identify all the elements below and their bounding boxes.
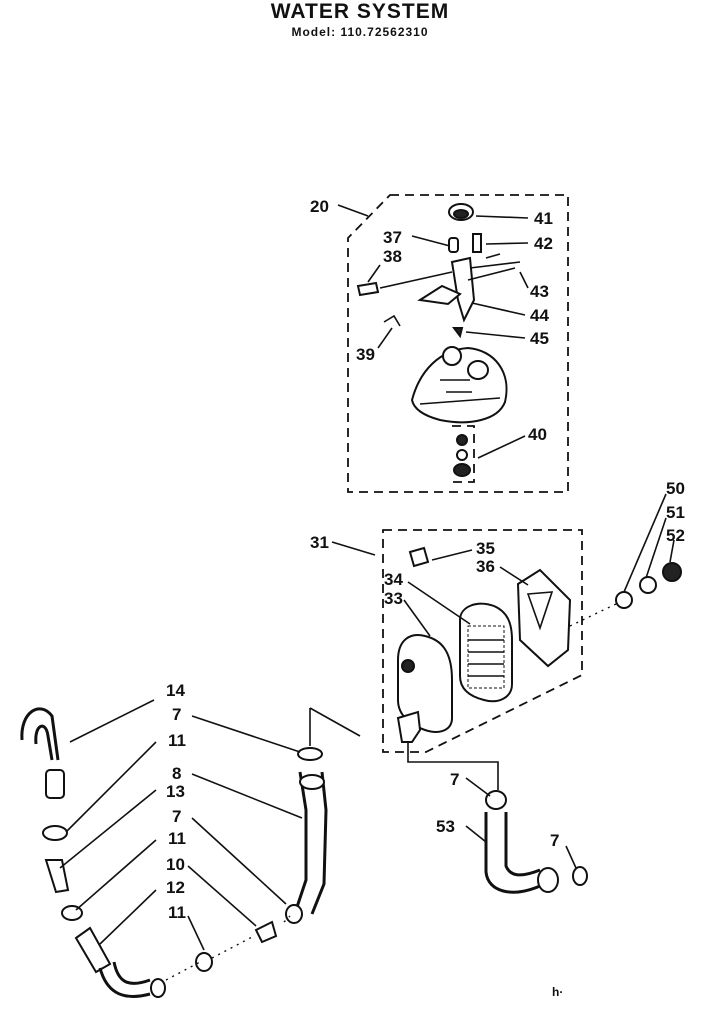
callout-11-a: 11 <box>168 731 186 750</box>
lower-right-hose <box>407 742 588 894</box>
callout-41: 41 <box>534 209 553 228</box>
callout-31: 31 <box>310 533 329 552</box>
callout-12: 12 <box>166 878 185 897</box>
callout-labels: 20 41 37 42 38 43 44 45 39 40 31 35 34 3… <box>166 197 685 922</box>
callout-7-b: 7 <box>172 807 181 826</box>
callout-10: 10 <box>166 855 185 874</box>
callout-38: 38 <box>383 247 402 266</box>
assembly-31-parts <box>396 546 682 743</box>
callout-8: 8 <box>172 764 181 783</box>
callout-34: 34 <box>384 570 403 589</box>
callout-39: 39 <box>356 345 375 364</box>
lower-left-leaders <box>59 699 303 951</box>
callout-42: 42 <box>534 234 553 253</box>
assembly-31-boundary <box>382 529 583 753</box>
assembly-20-leaders <box>337 204 529 459</box>
lower-right-leaders <box>465 777 577 869</box>
callout-43: 43 <box>530 282 549 301</box>
callout-36: 36 <box>476 557 495 576</box>
callout-37: 37 <box>383 228 402 247</box>
assembly-31-leaders <box>331 493 675 637</box>
page-title: WATER SYSTEM <box>270 0 450 23</box>
callout-40: 40 <box>528 425 547 444</box>
callout-53: 53 <box>436 817 455 836</box>
callout-7-a: 7 <box>172 705 181 724</box>
callout-44: 44 <box>530 306 549 325</box>
callout-7-d: 7 <box>550 831 559 850</box>
callout-11-c: 11 <box>168 903 186 922</box>
callout-45: 45 <box>530 329 549 348</box>
callout-33: 33 <box>384 589 403 608</box>
callout-11-b: 11 <box>168 829 186 848</box>
assembly-20-parts <box>356 203 521 483</box>
callout-51: 51 <box>666 503 685 522</box>
footer-mark: h· <box>552 985 564 999</box>
callout-35: 35 <box>476 539 495 558</box>
callout-14: 14 <box>166 681 185 700</box>
callout-52: 52 <box>666 526 685 545</box>
callout-50: 50 <box>666 479 685 498</box>
callout-13: 13 <box>166 782 185 801</box>
callout-7-c: 7 <box>450 770 459 789</box>
assembly-20-boundary <box>347 194 569 493</box>
callout-20: 20 <box>310 197 329 216</box>
model-number: Model: 110.72562310 <box>291 25 429 39</box>
lower-left-hoses <box>20 707 361 998</box>
